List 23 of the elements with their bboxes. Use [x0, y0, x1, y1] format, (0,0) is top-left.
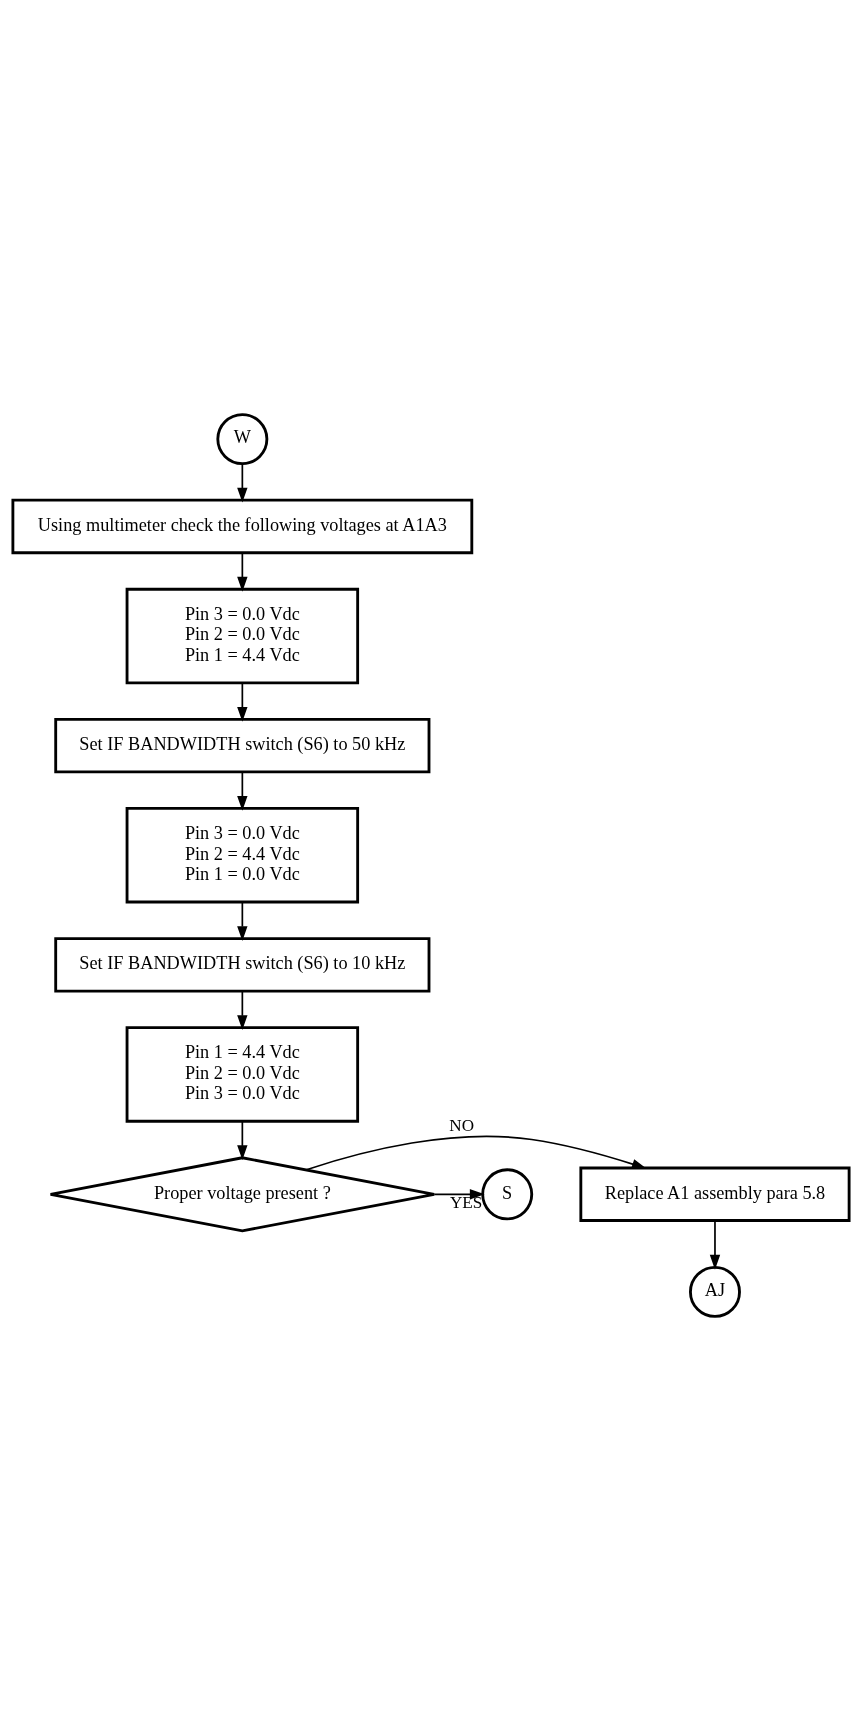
node-circle: S — [481, 1167, 534, 1220]
node-circle: W — [216, 412, 269, 465]
node-box: Pin 1 = 4.4 Vdc Pin 2 = 0.0 Vdc Pin 3 = 0.0 Vdc — [125, 1025, 360, 1123]
arrow — [433, 1188, 485, 1199]
node-diamond: Proper voltage present ? — [49, 1155, 436, 1232]
arrow — [237, 770, 248, 811]
node-circle: AJ — [689, 1265, 741, 1318]
arrow — [237, 900, 248, 941]
node-box: Set IF BANDWIDTH switch (S6) to 10 kHz — [54, 936, 431, 992]
edge-label: NO — [449, 1115, 475, 1135]
arrow — [237, 1120, 248, 1160]
arrow — [709, 1219, 721, 1270]
arrow — [237, 681, 248, 722]
node-box: Pin 3 = 0.0 Vdc Pin 2 = 0.0 Vdc Pin 1 = 4.4 Vdc — [125, 587, 360, 684]
node-box: Replace A1 assembly para 5.8 — [579, 1166, 851, 1222]
node-box: Using multimeter check the following voltages at A1A3 — [11, 498, 474, 554]
arrow — [237, 990, 248, 1030]
edge-label: YES — [449, 1192, 483, 1212]
node-box: Set IF BANDWIDTH switch (S6) to 50 kHz — [54, 717, 431, 773]
arrow — [237, 551, 248, 592]
node-box: Pin 3 = 0.0 Vdc Pin 2 = 4.4 Vdc Pin 1 = 0.0 Vdc — [125, 806, 360, 903]
arrow — [237, 462, 248, 503]
arrow — [305, 1135, 647, 1171]
